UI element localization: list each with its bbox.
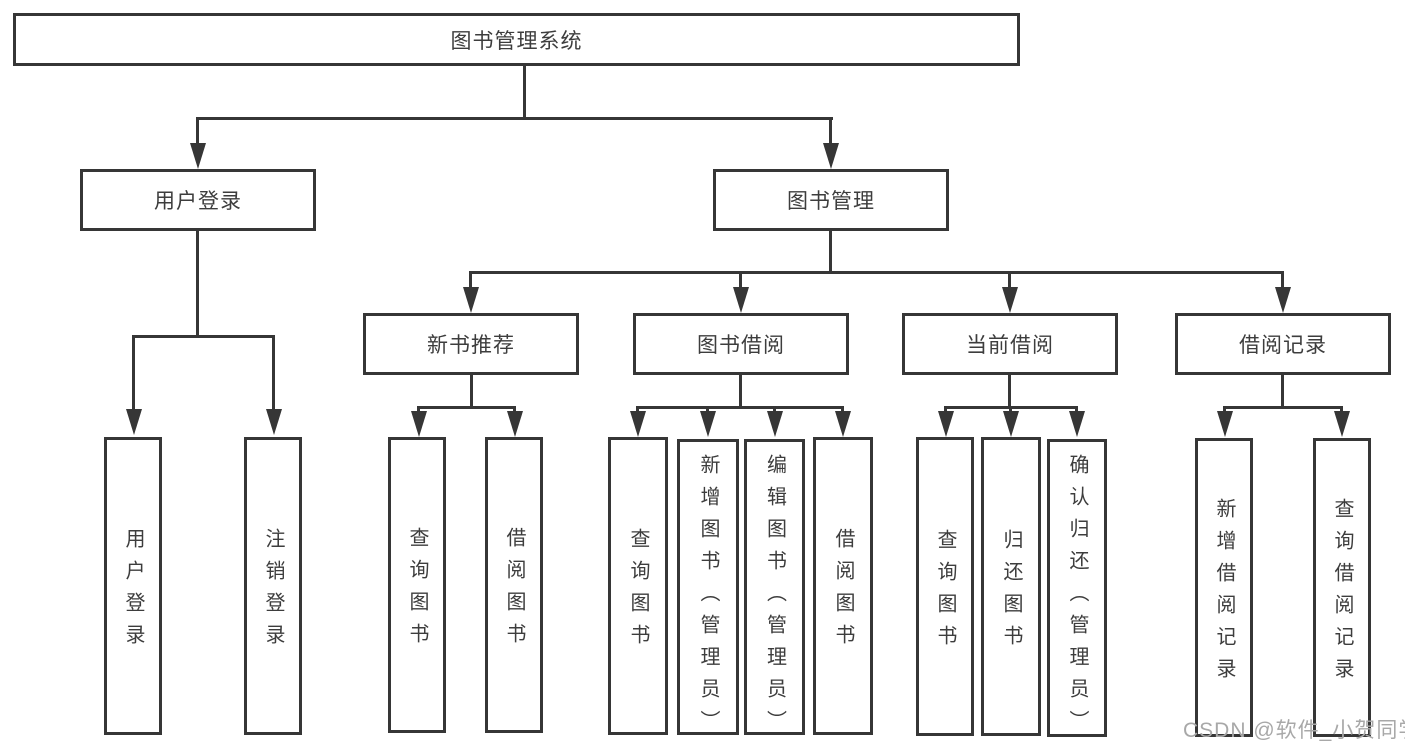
arrowhead-current-borrow	[1002, 287, 1018, 313]
node-book-borrow: 图书借阅	[633, 313, 849, 375]
connector-level2-rail	[469, 271, 1284, 274]
connector-stub-borrow-record	[1281, 271, 1284, 289]
connector-book-management-trunk	[829, 231, 832, 273]
arrowhead-bb-borrow	[835, 411, 851, 437]
leaf-bb-edit-book-admin: 编辑图书（管理员）	[744, 439, 805, 742]
arrowhead-borrow-record	[1275, 287, 1291, 313]
connector-stub-user-login	[196, 117, 199, 144]
connector-stub-nbr-borrow	[513, 406, 516, 414]
node-current-borrow: 当前借阅	[902, 313, 1118, 375]
connector-stub-bb-add	[706, 406, 709, 414]
leaf-bb-add-book-admin: 新增图书（管理员）	[677, 439, 739, 742]
connector-root-trunk	[523, 66, 526, 119]
leaf-cb-return-book: 归还图书	[981, 437, 1041, 736]
connector-nbr-rail	[417, 406, 516, 409]
arrowhead-cb-return	[1003, 411, 1019, 437]
arrowhead-br-add	[1217, 411, 1233, 437]
arrowhead-leaf-logout	[266, 409, 282, 435]
arrowhead-br-query	[1334, 411, 1350, 437]
arrowhead-book-borrow	[733, 287, 749, 313]
connector-stub-leaf-logout	[272, 335, 275, 410]
leaf-logout-login: 注销登录	[244, 437, 302, 735]
arrowhead-nbr-borrow	[507, 411, 523, 437]
arrowhead-user-login	[190, 143, 206, 169]
connector-stub-cb-query	[944, 406, 947, 414]
csdn-watermark: CSDN @软件_小贺同学	[1183, 719, 1405, 742]
connector-stub-nbr-query	[417, 406, 420, 414]
arrowhead-leaf-user-login	[126, 409, 142, 435]
arrowhead-bb-edit	[767, 411, 783, 437]
arrowhead-bb-add	[700, 411, 716, 437]
connector-cb-trunk	[1008, 375, 1011, 409]
arrowhead-cb-query	[938, 411, 954, 437]
connector-stub-bb-borrow	[841, 406, 844, 414]
leaf-nbr-borrow-book: 借阅图书	[485, 437, 543, 733]
connector-stub-current-borrow	[1008, 271, 1011, 289]
arrowhead-bb-query	[630, 411, 646, 437]
connector-stub-br-add	[1223, 406, 1226, 414]
arrowhead-new-book-recommend	[463, 287, 479, 313]
connector-stub-book-management	[829, 117, 832, 144]
connector-stub-cb-confirm	[1075, 406, 1078, 414]
leaf-nbr-query-book: 查询图书	[388, 437, 446, 733]
arrowhead-cb-confirm	[1069, 411, 1085, 437]
node-new-book-recommend: 新书推荐	[363, 313, 579, 375]
connector-nbr-trunk	[470, 375, 473, 409]
connector-stub-cb-return	[1009, 406, 1012, 414]
node-root: 图书管理系统	[13, 13, 1020, 66]
connector-stub-book-borrow	[739, 271, 742, 289]
leaf-bb-borrow-book: 借阅图书	[813, 437, 873, 735]
node-borrow-record: 借阅记录	[1175, 313, 1391, 375]
connector-stub-new-book-recommend	[469, 271, 472, 289]
leaf-br-query-record: 查询借阅记录	[1313, 438, 1371, 737]
leaf-bb-query-book: 查询图书	[608, 437, 668, 735]
connector-user-login-rail	[132, 335, 275, 338]
leaf-cb-query-book: 查询图书	[916, 437, 974, 736]
connector-stub-leaf-user-login	[132, 335, 135, 410]
connector-user-login-trunk	[196, 231, 199, 338]
connector-stub-br-query	[1340, 406, 1343, 414]
connector-stub-bb-query	[636, 406, 639, 414]
connector-bb-rail	[636, 406, 844, 409]
leaf-br-add-record: 新增借阅记录	[1195, 438, 1253, 737]
connector-br-trunk	[1281, 375, 1284, 409]
node-user-login: 用户登录	[80, 169, 316, 231]
connector-stub-bb-edit	[773, 406, 776, 414]
arrowhead-nbr-query	[411, 411, 427, 437]
leaf-user-login: 用户登录	[104, 437, 162, 735]
connector-level1-rail	[196, 117, 833, 120]
leaf-cb-confirm-return-admin: 确认归还（管理员）	[1047, 439, 1107, 742]
node-book-management: 图书管理	[713, 169, 949, 231]
arrowhead-book-management	[823, 143, 839, 169]
connector-br-rail	[1223, 406, 1343, 409]
connector-bb-trunk	[739, 375, 742, 409]
